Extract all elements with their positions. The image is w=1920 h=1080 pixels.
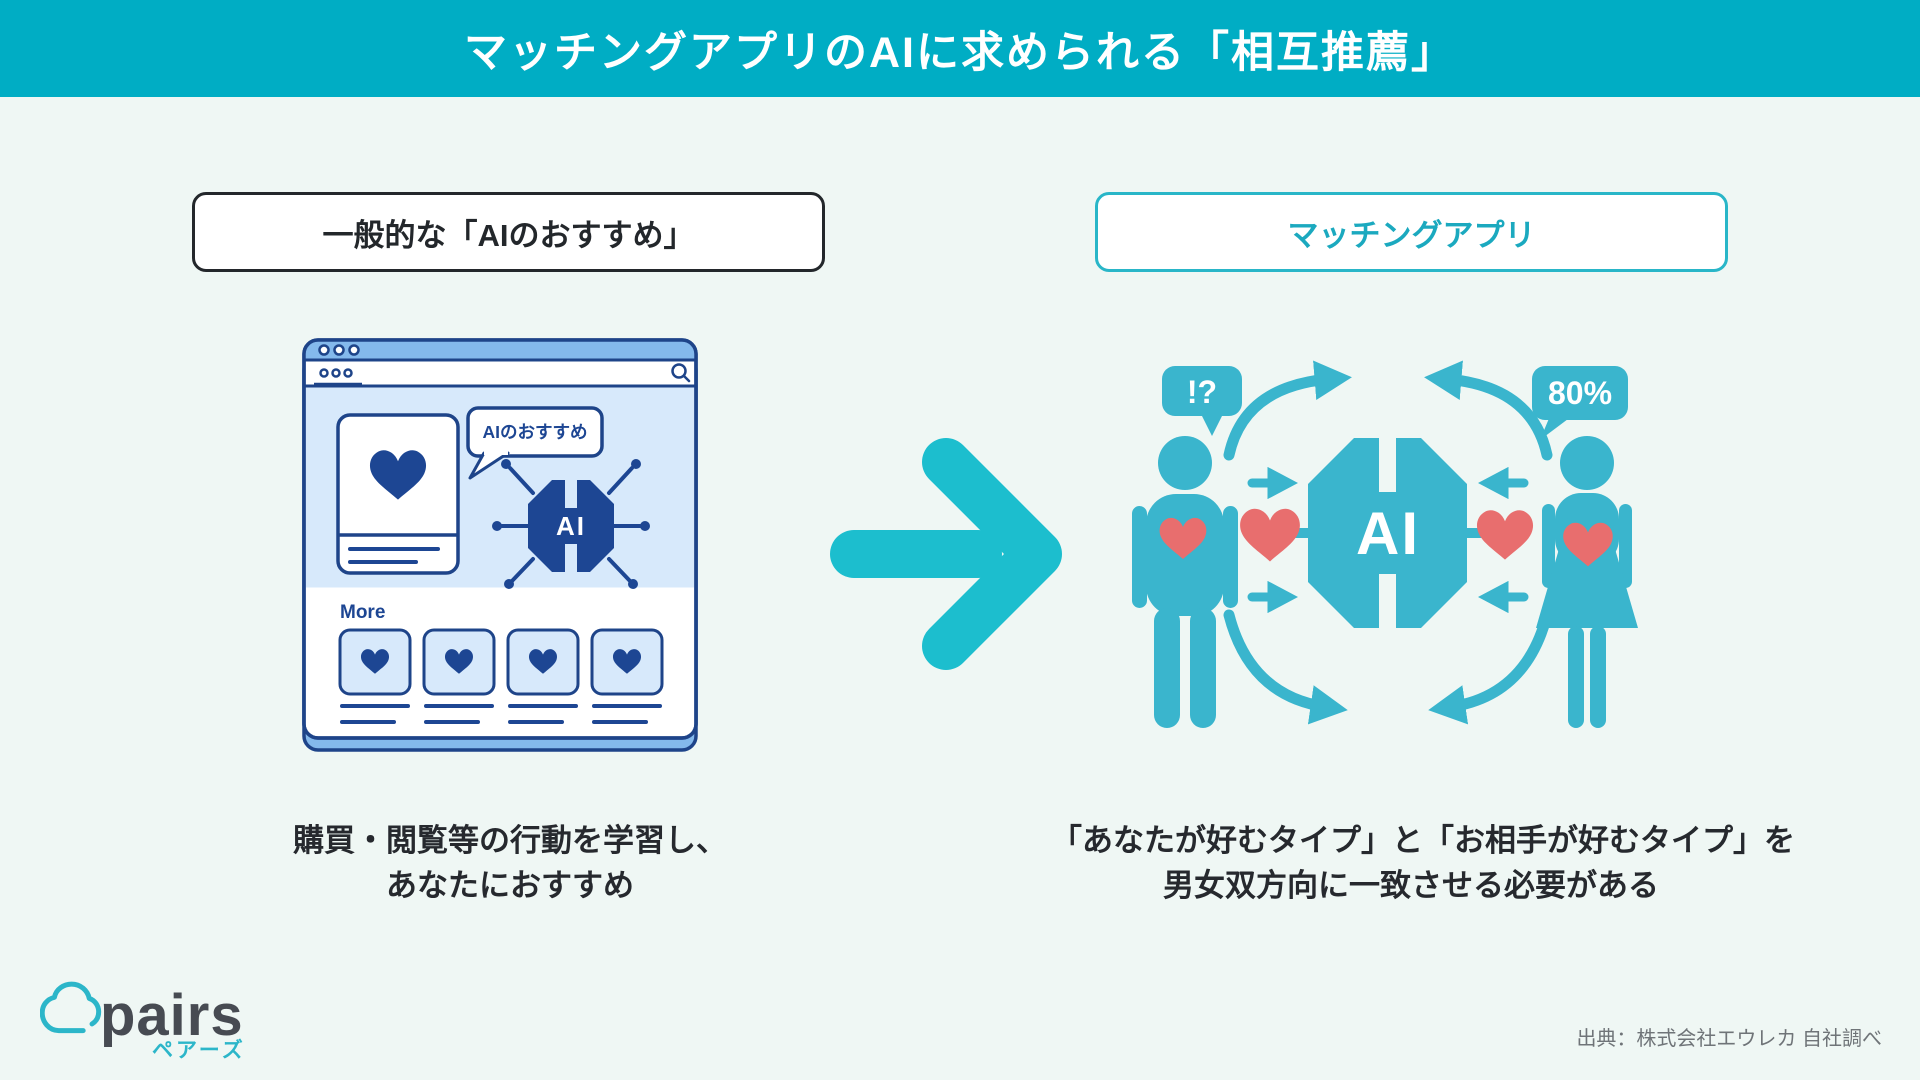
- ai-chip-label: AI: [1356, 500, 1420, 567]
- matching-caption-line1: 「あなたが好むタイプ」と「お相手が好むタイプ」を: [1051, 823, 1795, 858]
- traffic-lights-icon: [318, 344, 360, 356]
- heart-icon: [612, 649, 642, 674]
- item-card: [336, 413, 460, 575]
- matching-caption: 「あなたが好むタイプ」と「お相手が好むタイプ」を 男女双方向に一致させる必要があ…: [1051, 818, 1795, 908]
- transform-arrow-icon: [830, 438, 1062, 670]
- match-rate-bubble: 80%: [1532, 366, 1628, 440]
- search-icon: [671, 363, 691, 383]
- source-note: 出典：株式会社エウレカ 自社調べ: [1576, 1028, 1882, 1050]
- pairs-logo-wordmark: pairs: [100, 983, 244, 1048]
- mutual-match-illustration: !? 80% AI: [1132, 360, 1638, 728]
- match-rate-bubble-label: 80%: [1548, 375, 1612, 411]
- ai-chip-icon: AI: [1308, 438, 1467, 628]
- matching-caption-line2: 男女双方向に一致させる必要がある: [1163, 868, 1659, 903]
- woman-icon: [1536, 436, 1638, 728]
- ai-recommend-bubble: AIのおすすめ: [466, 406, 604, 480]
- cycle-arrows: [1223, 360, 1553, 725]
- heart-icon: [360, 649, 390, 674]
- confused-bubble-label: !?: [1187, 374, 1217, 410]
- general-ai-label: 一般的な「AIのおすすめ」: [322, 217, 695, 253]
- man-icon: [1132, 436, 1238, 728]
- general-caption-line2: あなたにおすすめ: [386, 868, 634, 903]
- heart-icon: [1476, 510, 1534, 560]
- heart-icon: [1563, 522, 1613, 567]
- more-card: [590, 628, 664, 724]
- cycle-arrow-bottom-left: [1223, 609, 1348, 725]
- ai-recommend-bubble-label: AIのおすすめ: [483, 422, 588, 442]
- general-caption: 購買・閲覧等の行動を学習し、 あなたにおすすめ: [190, 818, 830, 908]
- heart-icon: [1240, 508, 1300, 562]
- general-ai-label-box: 一般的な「AIのおすすめ」: [192, 192, 825, 272]
- header-band: マッチングアプリのAIに求められる「相互推薦」: [0, 0, 1920, 97]
- more-card-row: [338, 628, 664, 724]
- heart-icon: [369, 450, 427, 500]
- heart-icon: [528, 649, 558, 674]
- browser-illustration: AIのおすすめ AI More: [302, 338, 698, 752]
- address-bar: [304, 363, 696, 388]
- matching-app-label-box: マッチングアプリ: [1095, 192, 1728, 272]
- pairs-cloud-logo-icon: [40, 981, 102, 1034]
- heart-icon: [1159, 517, 1207, 559]
- ai-chip-label: AI: [556, 511, 586, 541]
- more-label: More: [340, 602, 385, 623]
- pairs-logo-kana: ペアーズ: [152, 1039, 246, 1062]
- page-title: マッチングアプリのAIに求められる「相互推薦」: [464, 28, 1456, 77]
- cycle-arrow-bottom-right: [1428, 609, 1553, 725]
- ai-chip-icon: AI: [492, 459, 650, 589]
- more-card: [506, 628, 580, 724]
- more-card: [338, 628, 412, 724]
- matching-app-label: マッチングアプリ: [1287, 217, 1536, 253]
- more-card: [422, 628, 496, 724]
- browser-title-bar: [304, 340, 696, 360]
- confused-bubble: !?: [1162, 366, 1242, 436]
- tab-dots-icon: [319, 368, 353, 378]
- heart-icon: [444, 649, 474, 674]
- cycle-arrow-top-right: [1424, 360, 1553, 461]
- cycle-arrow-top-left: [1223, 360, 1352, 461]
- general-caption-line1: 購買・閲覧等の行動を学習し、: [293, 823, 727, 858]
- data-flow-arrows: [1247, 466, 1529, 614]
